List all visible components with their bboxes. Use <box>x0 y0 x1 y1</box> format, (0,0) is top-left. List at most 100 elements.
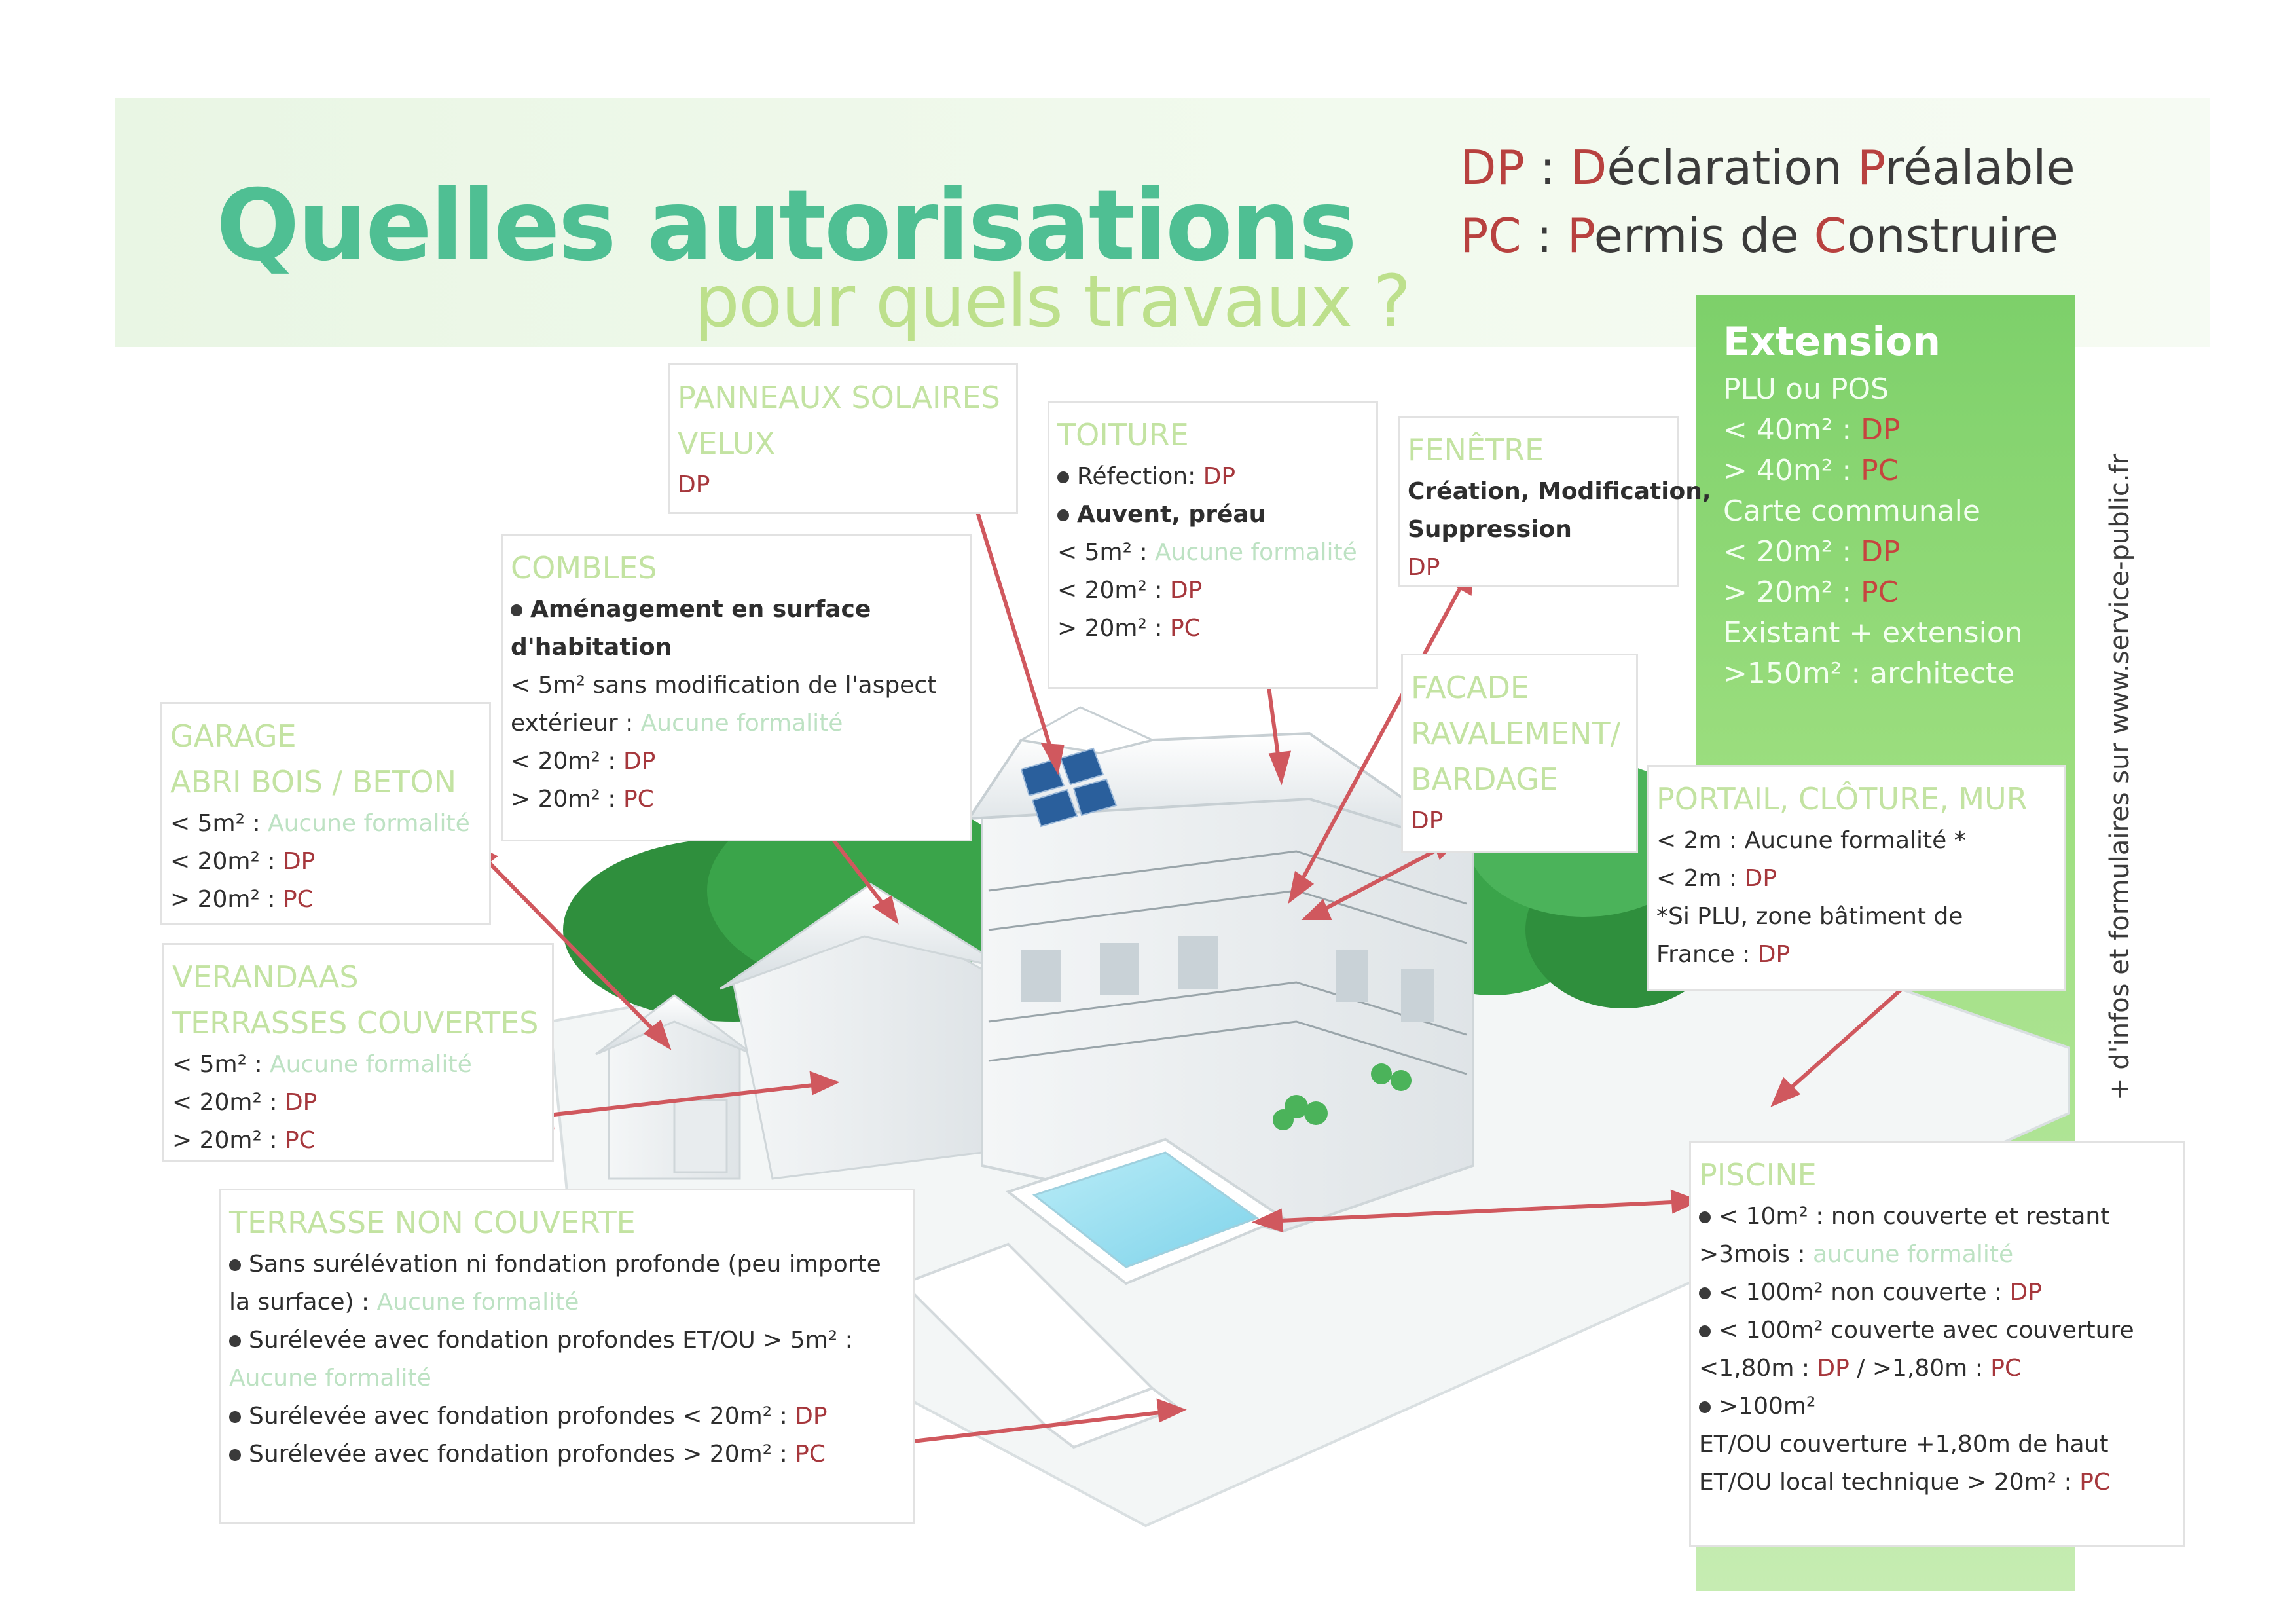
arrow-garage <box>476 849 663 1040</box>
box-line: extérieur : Aucune formalité <box>511 705 962 743</box>
box-line: < 5m² : Aucune formalité <box>172 1046 544 1084</box>
extension-title: Extension <box>1723 319 1941 365</box>
box-text: DP <box>1408 554 1440 581</box>
box-line: Surélevée avec fondation profondes > 20m… <box>229 1435 905 1473</box>
pool <box>1005 1137 1286 1285</box>
box-line: DP <box>1408 549 1669 587</box>
box-line: < 100m² non couverte : DP <box>1699 1274 2176 1312</box>
box-line: < 100m² couverte avec couverture <box>1699 1312 2176 1350</box>
box-text: < 20m² : <box>170 848 283 875</box>
extension-text: DP <box>1861 535 1901 568</box>
extension-text: > 20m² : <box>1723 576 1861 609</box>
extension-line: Carte communale <box>1723 491 2023 532</box>
box-title: FACADE <box>1411 670 1529 705</box>
box-title: COMBLES <box>511 550 657 585</box>
bullet-icon <box>1699 1401 1711 1413</box>
box-text: PC <box>1169 615 1201 642</box>
box-line: <1,80m : DP / >1,80m : PC <box>1699 1350 2176 1388</box>
arrow-fenetre <box>1294 575 1468 892</box>
arrowhead <box>1040 743 1065 775</box>
arrowhead <box>1251 1208 1284 1233</box>
box-title: FENÊTRE <box>1408 432 1544 468</box>
box-text: / >1,80m : <box>1849 1355 1991 1382</box>
bullet-icon <box>1699 1211 1711 1223</box>
box-text: > 20m² : <box>1057 615 1170 642</box>
box-text: > 20m² : <box>511 786 623 813</box>
box-text: DP <box>1817 1355 1850 1382</box>
box-text: PC <box>284 1127 316 1154</box>
bullet-icon <box>229 1411 241 1423</box>
box-title: RAVALEMENT/ <box>1411 716 1621 751</box>
legend-text: éclaration <box>1607 140 1857 195</box>
box-portail-cloture-mur: PORTAIL, CLÔTURE, MUR< 2m : Aucune forma… <box>1647 765 2066 991</box>
bullet-icon <box>229 1259 241 1271</box>
box-text: DP <box>1744 865 1777 892</box>
box-text: France : <box>1656 941 1758 968</box>
box-text: extérieur : <box>511 710 641 737</box>
extension-text: PLU ou POS <box>1723 373 1889 406</box>
box-title: TERRASSE NON COUVERTE <box>229 1205 636 1240</box>
box-text: ET/OU local technique > 20m² : <box>1699 1469 2080 1496</box>
legend-text: P <box>1567 208 1594 263</box>
arrowhead <box>809 1071 840 1096</box>
extension-line: < 40m² : DP <box>1723 410 2023 451</box>
box-text: DP <box>1411 807 1444 834</box>
arrowhead <box>1268 750 1292 786</box>
box-line: > 20m² : PC <box>511 781 962 819</box>
box-text: DP <box>282 848 316 875</box>
box-line: Surélevée avec fondation profondes ET/OU… <box>229 1321 905 1359</box>
box-text: DP <box>795 1403 828 1430</box>
legend-sep: : <box>1524 140 1571 195</box>
box-text: < 20m² : <box>172 1089 285 1116</box>
box-line: Auvent, préau <box>1057 496 1368 534</box>
box-line: < 2m : DP <box>1656 860 2056 898</box>
arrowhead <box>1288 870 1315 904</box>
bullet-icon <box>1699 1325 1711 1337</box>
bullet-icon <box>511 604 522 616</box>
box-text: DP <box>284 1089 318 1116</box>
legend-abbr: PC <box>1460 208 1522 263</box>
box-line: < 10m² : non couverte et restant <box>1699 1198 2176 1236</box>
box-text: Réfection: <box>1077 463 1203 490</box>
box-line: *Si PLU, zone bâtiment de <box>1656 898 2056 936</box>
page-title: Quelles autorisations <box>216 169 1357 283</box>
box-text: DP <box>1169 577 1203 604</box>
extension-line: > 40m² : PC <box>1723 451 2023 491</box>
box-line: Réfection: DP <box>1057 458 1368 496</box>
page-subtitle: pour quels travaux ? <box>694 259 1412 343</box>
arrow-verandas <box>536 1082 826 1118</box>
legend-sep: : <box>1521 208 1567 263</box>
legend-text: ermis de <box>1594 208 1814 263</box>
box-line: >100m² <box>1699 1388 2176 1426</box>
legend-abbr: DP <box>1460 140 1525 195</box>
box-line: < 20m² : DP <box>1057 572 1368 610</box>
box-title: VELUX <box>678 426 776 461</box>
box-text: <1,80m : <box>1699 1355 1817 1382</box>
box-text: >3mois : <box>1699 1241 1813 1268</box>
extension-line: Existant + extension <box>1723 613 2023 654</box>
box-text: *Si PLU, zone bâtiment de <box>1656 903 1963 930</box>
box-text: Surélevée avec fondation profondes < 20m… <box>249 1403 795 1430</box>
arrowhead <box>872 895 899 925</box>
bullet-icon <box>1057 509 1069 521</box>
box-line: DP <box>1411 802 1628 840</box>
plants <box>1273 1063 1412 1130</box>
box-line: < 20m² : DP <box>172 1084 544 1122</box>
box-line: Aucune formalité <box>229 1359 905 1397</box>
box-text: < 5m² : <box>172 1051 270 1078</box>
legend-row: DP : Déclaration Préalable <box>1460 144 2075 212</box>
box-line: DP <box>678 466 1008 504</box>
box-text: DP <box>2009 1279 2042 1306</box>
box-line: ET/OU couverture +1,80m de haut <box>1699 1426 2176 1464</box>
bullet-icon <box>1057 471 1069 483</box>
legend-text: onstruire <box>1846 208 2058 263</box>
solar-panels <box>1020 747 1118 828</box>
box-text: DP <box>623 748 656 775</box>
box-text: Aucune formalité <box>640 710 843 737</box>
arrow-panneaux <box>967 484 1056 760</box>
